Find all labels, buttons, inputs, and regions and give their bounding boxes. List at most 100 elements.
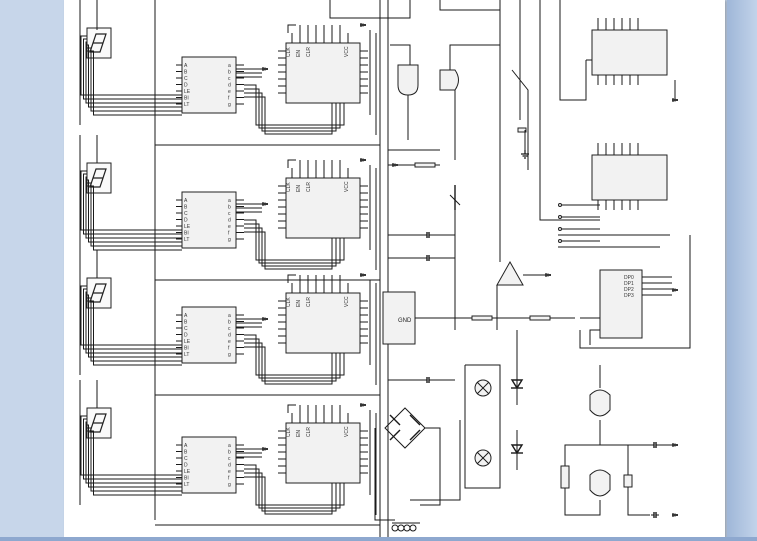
counter-top-wire [287,274,296,283]
switch-contact [558,239,562,243]
decoder-pin-label: b [228,450,231,456]
decoder-pin-label: A [184,443,188,449]
resistor [529,315,551,321]
regulator-label: GND [398,318,412,324]
loop-wire [244,96,333,135]
loop-wire [244,464,345,506]
loop-wire [244,227,337,267]
display-bus-wire [83,288,182,350]
decoder-pin-label: D [184,218,188,224]
decoder-pin-label: f [228,346,230,352]
loop-wire [244,92,337,132]
decoder-pin-label: g [228,352,231,358]
nand-gate [589,389,611,417]
decoder-pin-label: b [228,320,231,326]
display-bus-wire [87,424,182,488]
display-bus-wire [87,430,182,496]
decoder-pin-label: f [228,476,230,482]
indicator-lamp [476,381,490,395]
display-bus-wire [80,170,182,231]
scan-chip [591,29,668,76]
voltage-regulator [382,291,416,345]
decoder-pin-label: g [228,482,231,488]
comparator-op-amp [496,260,524,286]
decoder-pin-label: C [184,326,188,332]
display-bus-wire [80,285,182,346]
decoder-pin-label: BI [184,476,189,482]
display-bus-wire [83,173,182,235]
switch-contact [558,203,562,207]
display-bus-wire [87,427,182,492]
and-gate [439,69,459,91]
display-bus-wire [80,415,182,476]
decoder-pin-label: BI [184,346,189,352]
diode [409,429,421,441]
top-wire [329,0,411,19]
decoder-pin-label: c [228,211,231,217]
bcd-decoder-chip [181,191,237,249]
decoder-pin-label: d [228,463,231,469]
decoder-pin-label: a [228,198,231,204]
scan-pin-label: DP1 [624,281,634,287]
counter-pin-label: CLK [286,297,292,307]
counter-pin-label: VCC [344,46,350,57]
counter-top-wire [287,159,296,168]
bcd-decoder-chip [181,306,237,364]
decoder-pin-label: b [228,205,231,211]
decoder-pin-label: a [228,313,231,319]
display-bus-wire [80,35,182,96]
chip-wire [539,0,600,221]
decoder-pin-label: B [184,450,188,456]
decoder-pin-label: C [184,211,188,217]
counter-top-wire [287,404,296,413]
display-bus-wire [87,44,182,108]
viewer-bottom-border [0,537,757,541]
loop-wire [244,334,345,376]
decoder-pin-label: e [228,89,231,95]
display-bus-wire [85,421,182,484]
decoder-pin-label: a [228,443,231,449]
counter-pin-label: CLR [306,47,312,57]
counter-chip [285,177,361,239]
display-bus-wire [87,300,182,366]
decoder-pin-label: LT [184,482,189,488]
display-bus-wire [87,47,182,112]
counter-pin-label: CLR [306,427,312,437]
decoder-pin-label: f [228,231,230,237]
decoder-pin-label: LT [184,237,189,243]
loop-wire [244,223,341,264]
display-bus-wire [87,297,182,362]
decoder-pin-label: LT [184,352,189,358]
loop-wire [244,346,333,385]
decoder-pin-label: BI [184,231,189,237]
lamp-loop-wire [410,420,461,501]
scan-chip [591,154,668,201]
resistor [517,127,527,133]
loop-wire [244,472,337,512]
loop-wire [244,476,333,515]
decoder-pin-label: c [228,76,231,82]
counter-pin-label: EN [296,50,302,57]
switch-contact [558,227,562,231]
loop-wire [244,219,345,261]
decoder-pin-label: C [184,456,188,462]
switch [511,69,529,170]
bridge-rectifier [384,407,426,449]
decoder-pin-label: e [228,224,231,230]
counter-pin-label: VCC [344,426,350,437]
transformer-coil [391,524,399,532]
rectifier-wire [420,427,441,506]
gate-loop-wire [564,420,601,516]
loop-wire [244,84,345,126]
chip-wire [559,0,587,101]
display-bus-wire [83,38,182,100]
lamp-loop-wire [464,364,501,489]
counter-chip [285,292,361,354]
indicator-lamp [476,451,490,465]
counter-pin-label: CLK [286,47,292,57]
loop-wire [244,338,341,379]
display-bus-wire [87,294,182,358]
decoder-pin-label: A [184,63,188,69]
